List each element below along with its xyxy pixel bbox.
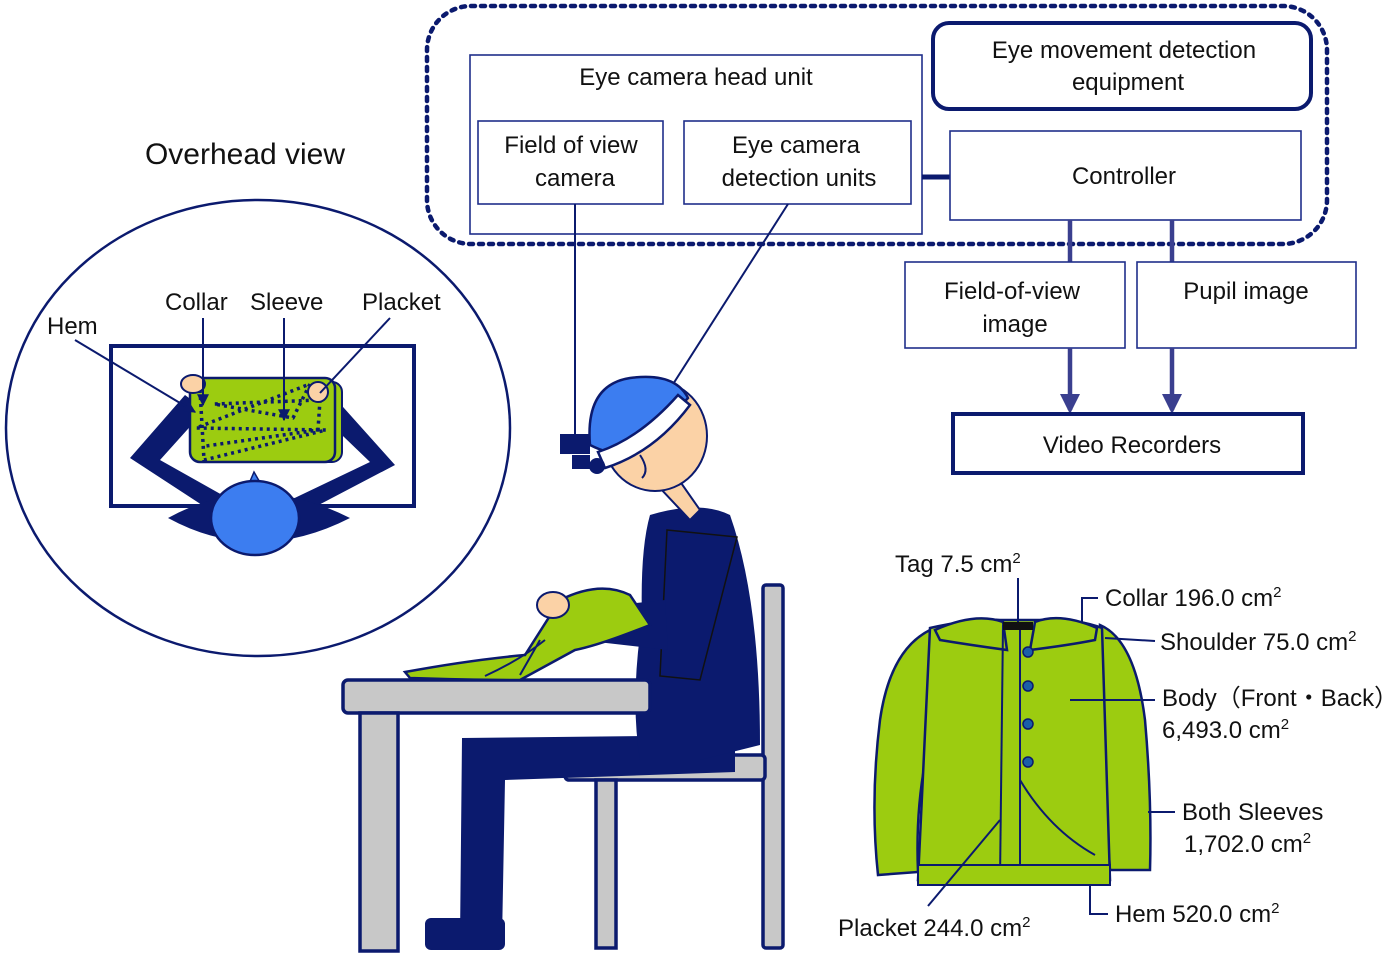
garment-hem-band <box>917 864 1111 886</box>
person-held-garment <box>402 587 652 682</box>
video-recorders-box <box>951 412 1305 475</box>
garment-sleeves-label-line1: Both Sleeves <box>1182 799 1323 826</box>
detection-units-box <box>683 120 912 205</box>
garment-placket-line1 <box>999 624 1004 881</box>
collar-leader <box>1081 597 1098 622</box>
collar-unit-sup: 2 <box>1273 584 1281 601</box>
fov-camera-box <box>477 120 664 205</box>
overhead-collar-label: Collar <box>165 289 228 316</box>
garment-tag <box>1003 622 1033 630</box>
garment-left-sleeve <box>873 627 932 877</box>
overhead-sleeve-label: Sleeve <box>250 289 323 316</box>
person-headcam <box>560 434 590 454</box>
detection-units-leader <box>667 203 789 393</box>
garment-body-label-line1: Body（Front・Back） <box>1162 685 1386 712</box>
overhead-right-hand <box>307 381 329 403</box>
table-top <box>341 678 652 715</box>
garment-button-4 <box>1022 756 1034 768</box>
equipment-dotted-boundary <box>424 3 1330 247</box>
overhead-gaze-path <box>194 382 328 462</box>
hem-leader <box>1089 885 1108 915</box>
garment-collar-label: Collar 196.0 cm2 <box>1105 584 1281 612</box>
equipment-group: Eye movement detection equipment Eye cam… <box>424 3 1357 475</box>
placket-unit-sup: 2 <box>1022 914 1030 931</box>
garment-shoulder-label: Shoulder 75.0 cm2 <box>1160 628 1356 656</box>
overhead-placket-label: Placket <box>362 289 441 316</box>
fov-image-line1: Field-of-view <box>944 278 1081 305</box>
garment-button-1 <box>1022 646 1034 658</box>
overhead-hem-leader <box>74 339 197 413</box>
chair-leg <box>594 778 618 950</box>
garment-tag-label: Tag 7.5 cm2 <box>895 550 1021 578</box>
person-ear <box>639 454 647 479</box>
head-unit-label: Eye camera head unit <box>579 64 813 91</box>
person-held-garment-fold <box>484 639 546 677</box>
equipment-title-line1: Eye movement detection <box>992 37 1256 64</box>
pupil-image-label: Pupil image <box>1183 278 1308 305</box>
garment-button-2 <box>1022 680 1034 692</box>
person-headcam-mount <box>572 455 590 469</box>
garment-collar <box>933 617 1009 652</box>
person-headband <box>596 393 692 470</box>
shoulder-unit-sup: 2 <box>1348 628 1356 645</box>
controller-box <box>949 130 1302 221</box>
person-eye-detector <box>589 458 605 474</box>
overhead-view-group: Overhead view Hem Collar Sleeve Placket <box>4 138 512 658</box>
detection-units-line1: Eye camera <box>732 132 861 159</box>
controller-label: Controller <box>1072 163 1176 190</box>
garment-group: Tag 7.5 cm2 Collar 196.0 cm2 Shoulder 75… <box>838 550 1386 942</box>
overhead-hem-label: Hem <box>47 313 98 340</box>
eye-movement-equipment-box <box>931 21 1313 111</box>
garment-body <box>916 618 1112 882</box>
sleeves-unit-sup: 2 <box>1303 830 1311 847</box>
table-leg <box>358 711 400 953</box>
pupil-image-box <box>1136 261 1357 349</box>
fov-camera-line2: camera <box>535 165 616 192</box>
detection-units-line2: detection units <box>722 165 877 192</box>
video-recorders-label: Video Recorders <box>1043 432 1221 459</box>
garment-front-fold <box>1019 779 1096 856</box>
body-unit-sup: 2 <box>1281 716 1289 733</box>
fov-image-line2: image <box>982 311 1047 338</box>
equipment-title-line2: equipment <box>1072 69 1184 96</box>
hem-unit-sup: 2 <box>1271 900 1279 917</box>
seated-person-group <box>341 375 785 953</box>
garment-body-label-line2: 6,493.0 cm2 <box>1162 716 1289 744</box>
fov-camera-line1: Field of view <box>504 132 638 159</box>
overhead-left-hand <box>180 374 206 394</box>
person-foot <box>425 918 505 950</box>
overhead-placket-leader <box>319 317 391 394</box>
person-hand <box>536 591 570 619</box>
garment-sleeves-label-line2: 1,702.0 cm2 <box>1184 830 1311 858</box>
fov-image-box <box>904 261 1126 349</box>
overhead-head <box>209 479 301 557</box>
garment-button-3 <box>1022 718 1034 730</box>
shoulder-leader <box>1104 637 1156 642</box>
placket-leader <box>927 819 1001 907</box>
overhead-garment <box>188 376 337 464</box>
tag-unit-sup: 2 <box>1012 550 1020 567</box>
garment-hem-label: Hem 520.0 cm2 <box>1115 900 1279 928</box>
overhead-view-title: Overhead view <box>145 138 345 171</box>
garment-placket-label: Placket 244.0 cm2 <box>838 914 1030 942</box>
